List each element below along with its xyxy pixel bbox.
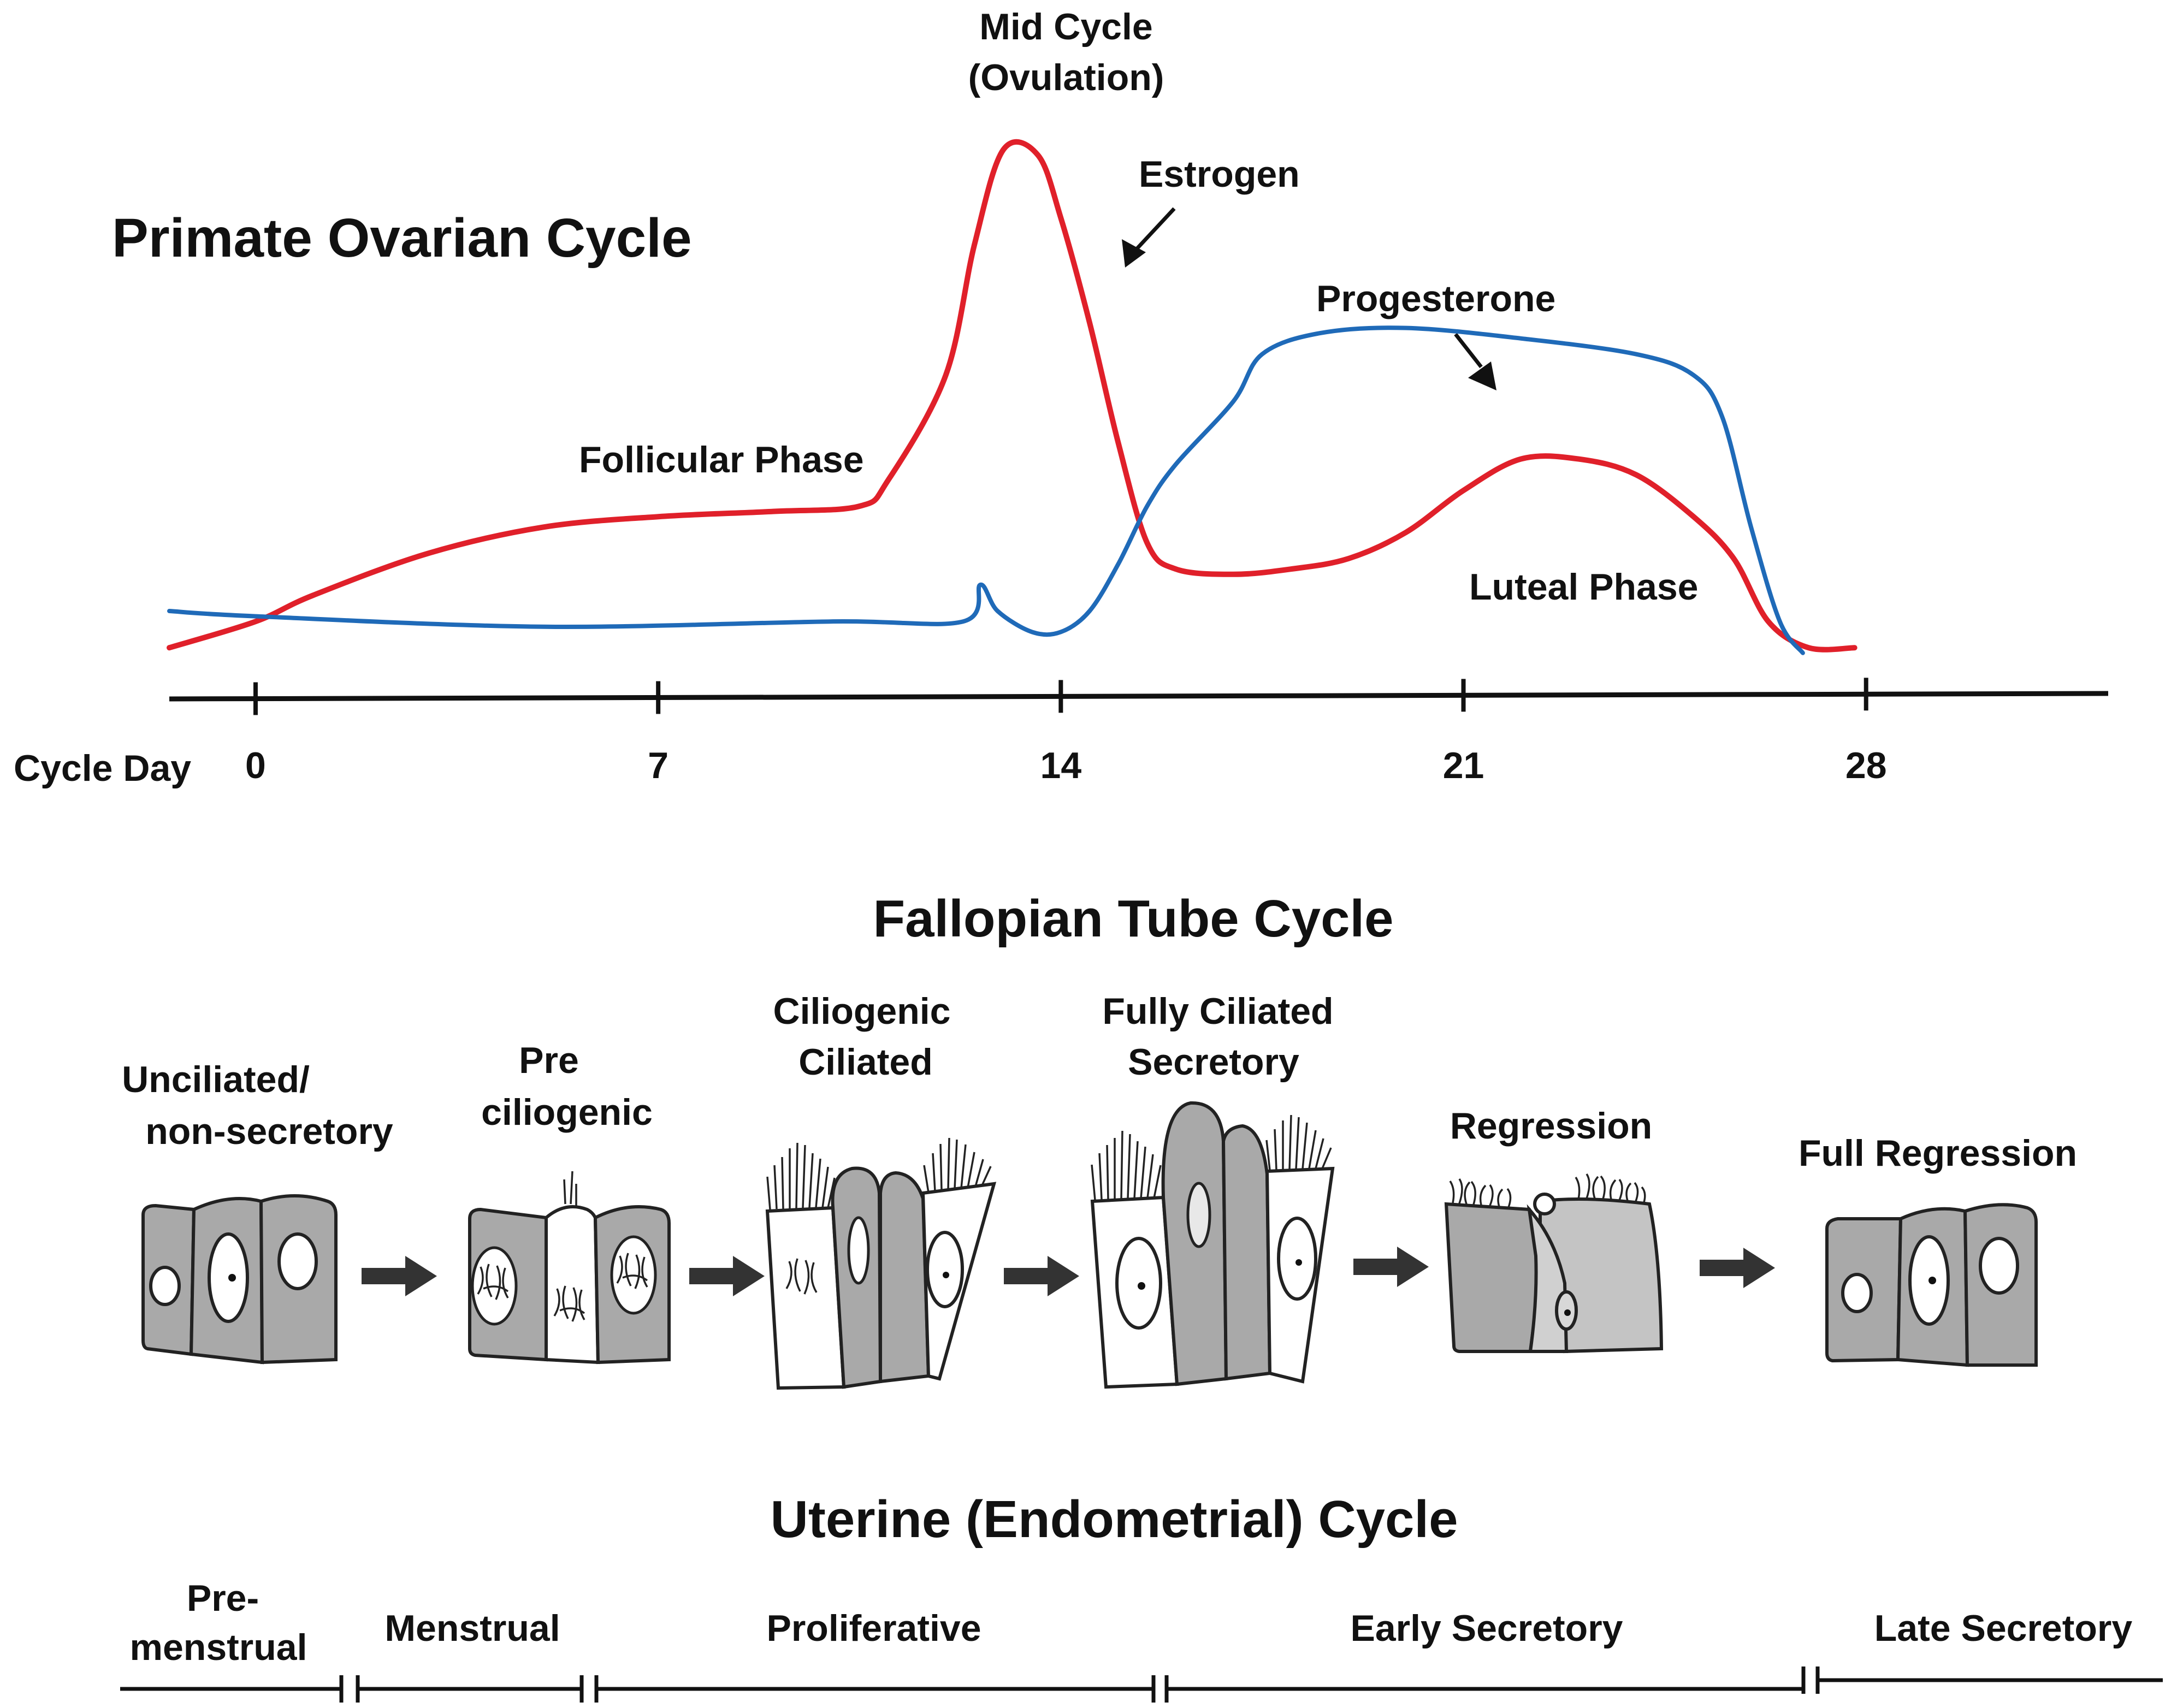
full-regression-cells-illustration: [1825, 1203, 2038, 1367]
progesterone-arrow: [1454, 333, 1496, 390]
regression-cells-illustration: [1444, 1173, 1664, 1354]
uterine-title: Uterine (Endometrial) Cycle: [771, 1490, 1458, 1549]
uterine-cycle-section: Uterine (Endometrial) Cycle Pre- menstru…: [120, 1490, 2163, 1703]
arrow-stage-5-to-6: [1700, 1248, 1775, 1288]
axis-ticks: 0 7 14 21 28: [245, 678, 1887, 786]
stage-1-label-line1: Unciliated/: [122, 1059, 310, 1100]
stage-5-label: Regression: [1450, 1105, 1652, 1147]
ovulation-label: (Ovulation): [968, 57, 1164, 98]
arrow-stage-2-to-3: [689, 1256, 765, 1296]
ovarian-cycle-chart: Primate Ovarian Cycle Mid Cycle (Ovulati…: [14, 6, 2109, 789]
estrogen-label: Estrogen: [1139, 153, 1300, 195]
x-tick-label-21: 21: [1443, 745, 1484, 786]
phase-proliferative: Proliferative: [766, 1608, 981, 1649]
x-tick-label-0: 0: [245, 745, 266, 786]
progesterone-label: Progesterone: [1316, 278, 1555, 319]
stage-2-label-line1: Pre: [519, 1040, 579, 1081]
stage-1-label-line2: non-secretory: [145, 1111, 393, 1152]
cycle-day-axis-label: Cycle Day: [14, 748, 191, 789]
fallopian-tube-section: Fallopian Tube Cycle Unciliated/ non-sec…: [122, 889, 2077, 1390]
arrow-stage-3-to-4: [1004, 1256, 1079, 1296]
unciliated-cells-illustration: [141, 1194, 338, 1365]
stage-3-label-line1: Ciliogenic: [773, 991, 951, 1032]
phase-early-secretory: Early Secretory: [1351, 1608, 1623, 1649]
estrogen-arrow: [1122, 207, 1176, 268]
tube-title: Fallopian Tube Cycle: [873, 889, 1393, 948]
mid-cycle-label: Mid Cycle: [979, 6, 1152, 48]
phase-premenstrual-line2: menstrual: [130, 1627, 307, 1668]
cycle-day-axis: [169, 691, 2109, 702]
phase-premenstrual-line1: Pre-: [187, 1577, 259, 1619]
stage-4-label-line1: Fully Ciliated: [1102, 991, 1333, 1032]
x-tick-label-28: 28: [1845, 745, 1887, 786]
x-tick-label-7: 7: [648, 745, 669, 786]
luteal-phase-label: Luteal Phase: [1469, 566, 1699, 608]
uterine-timeline: [120, 1667, 2163, 1703]
stage-4-label-line2: Secretory: [1128, 1041, 1299, 1083]
ciliogenic-cells-illustration: [765, 1137, 997, 1390]
arrow-stage-1-to-2: [362, 1256, 437, 1296]
pre-ciliogenic-cells-illustration: [468, 1171, 671, 1365]
estrogen-line: [167, 139, 1857, 653]
phase-late-secretory: Late Secretory: [1874, 1608, 2133, 1649]
fully-ciliated-cells-illustration: [1090, 1101, 1335, 1389]
progesterone-line: [167, 325, 1805, 655]
arrow-stage-4-to-5: [1353, 1247, 1429, 1287]
follicular-phase-label: Follicular Phase: [579, 439, 864, 481]
phase-menstrual: Menstrual: [384, 1608, 560, 1649]
stage-2-label-line2: ciliogenic: [481, 1092, 653, 1133]
stage-3-label-line2: Ciliated: [798, 1041, 933, 1083]
stage-6-label: Full Regression: [1799, 1132, 2077, 1174]
ovarian-title: Primate Ovarian Cycle: [112, 207, 692, 269]
x-tick-label-14: 14: [1040, 745, 1082, 786]
